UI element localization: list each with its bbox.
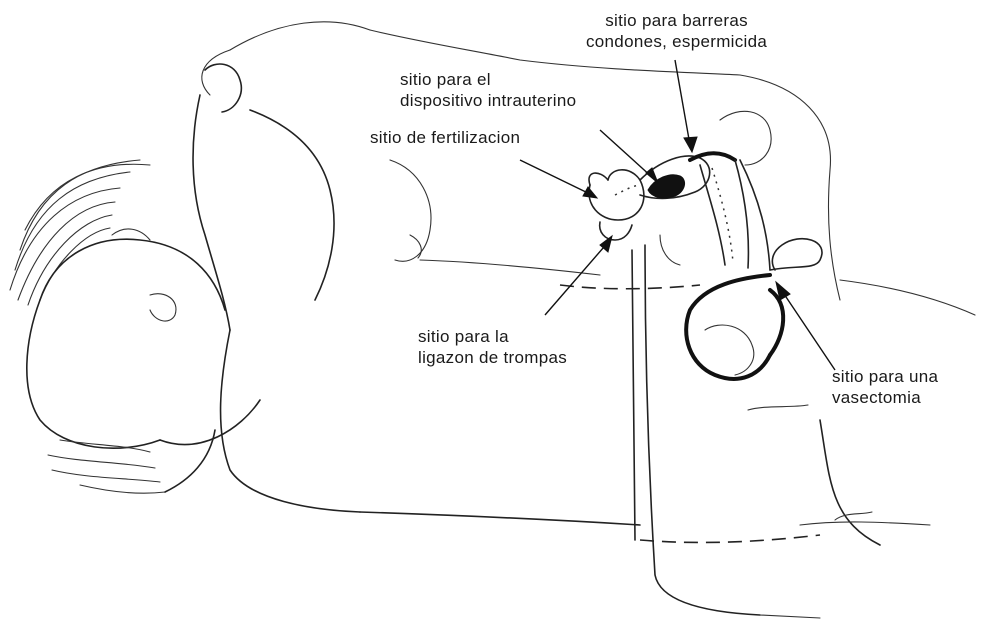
hair-strands [10,160,150,305]
label-ligazon-line1: sitio para la [418,326,567,347]
artist-mark [835,512,872,520]
label-barreras: sitio para barreras condones, espermicid… [586,10,767,52]
label-vasectomia-line2: vasectomia [832,387,938,408]
label-barreras-line1: sitio para barreras [586,10,767,31]
label-ligazon: sitio para la ligazon de trompas [418,326,567,368]
label-barreras-line2: condones, espermicida [586,31,767,52]
label-vasectomia: sitio para una vasectomia [832,366,938,408]
woman-head [27,229,225,448]
label-ligazon-line2: ligazon de trompas [418,347,567,368]
woman-arm [48,400,260,493]
label-diu-line2: dispositivo intrauterino [400,90,576,111]
label-vasectomia-line1: sitio para una [832,366,938,387]
label-fertilizacion: sitio de fertilizacion [370,127,520,148]
label-diu-line1: sitio para el [400,69,576,90]
label-fertilizacion-line1: sitio de fertilizacion [370,127,520,148]
label-diu: sitio para el dispositivo intrauterino [400,69,576,111]
male-organs [686,111,822,410]
legs-and-hips [221,245,975,618]
